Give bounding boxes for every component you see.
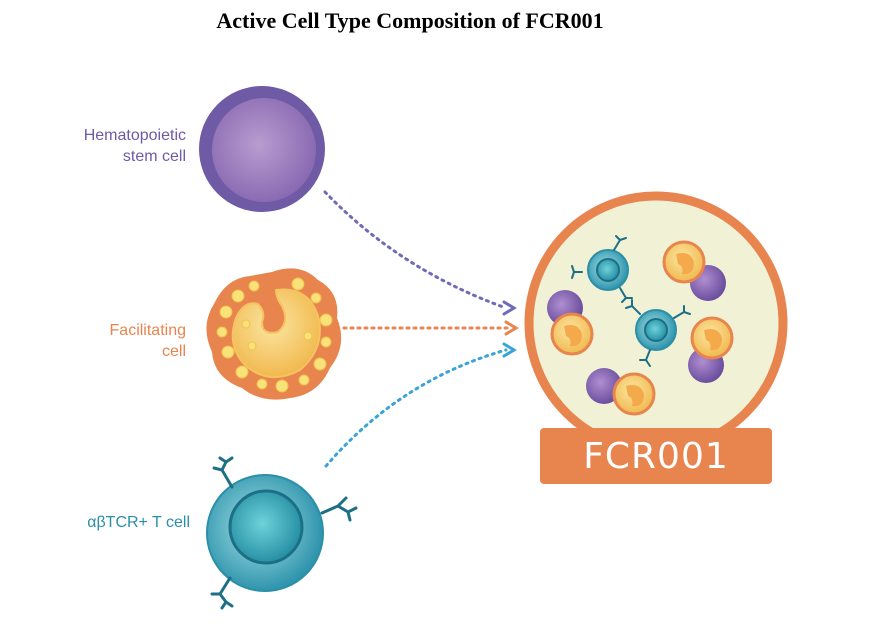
fcr001-product-flask [524, 191, 788, 484]
facilitating-cell [206, 268, 342, 400]
facilitating-cell-label: Facilitating cell [20, 320, 186, 362]
facilitating-label-line1: Facilitating [109, 322, 186, 339]
diagram-title: Active Cell Type Composition of FCR001 [216, 8, 604, 33]
t-cell-label: αβTCR+ T cell [20, 512, 190, 533]
facilitating-label-line2: cell [161, 343, 186, 360]
arrow-t-cell [324, 342, 517, 468]
mini-facilitating-nucleus [564, 253, 722, 407]
arrow-hematopoietic [323, 190, 517, 316]
hematopoietic-label-line2: stem cell [122, 148, 186, 165]
mini-t-cell [571, 235, 691, 367]
fcr001-label: FCR001 [583, 435, 729, 477]
hematopoietic-label-line1: Hematopoietic [83, 127, 186, 144]
hematopoietic-stem-cell-label: Hematopoietic stem cell [20, 125, 186, 167]
t-cell [206, 456, 358, 610]
t-cell-label-text: αβTCR+ T cell [87, 514, 190, 531]
arrow-facilitating [342, 320, 519, 336]
hematopoietic-stem-cell [199, 86, 325, 212]
